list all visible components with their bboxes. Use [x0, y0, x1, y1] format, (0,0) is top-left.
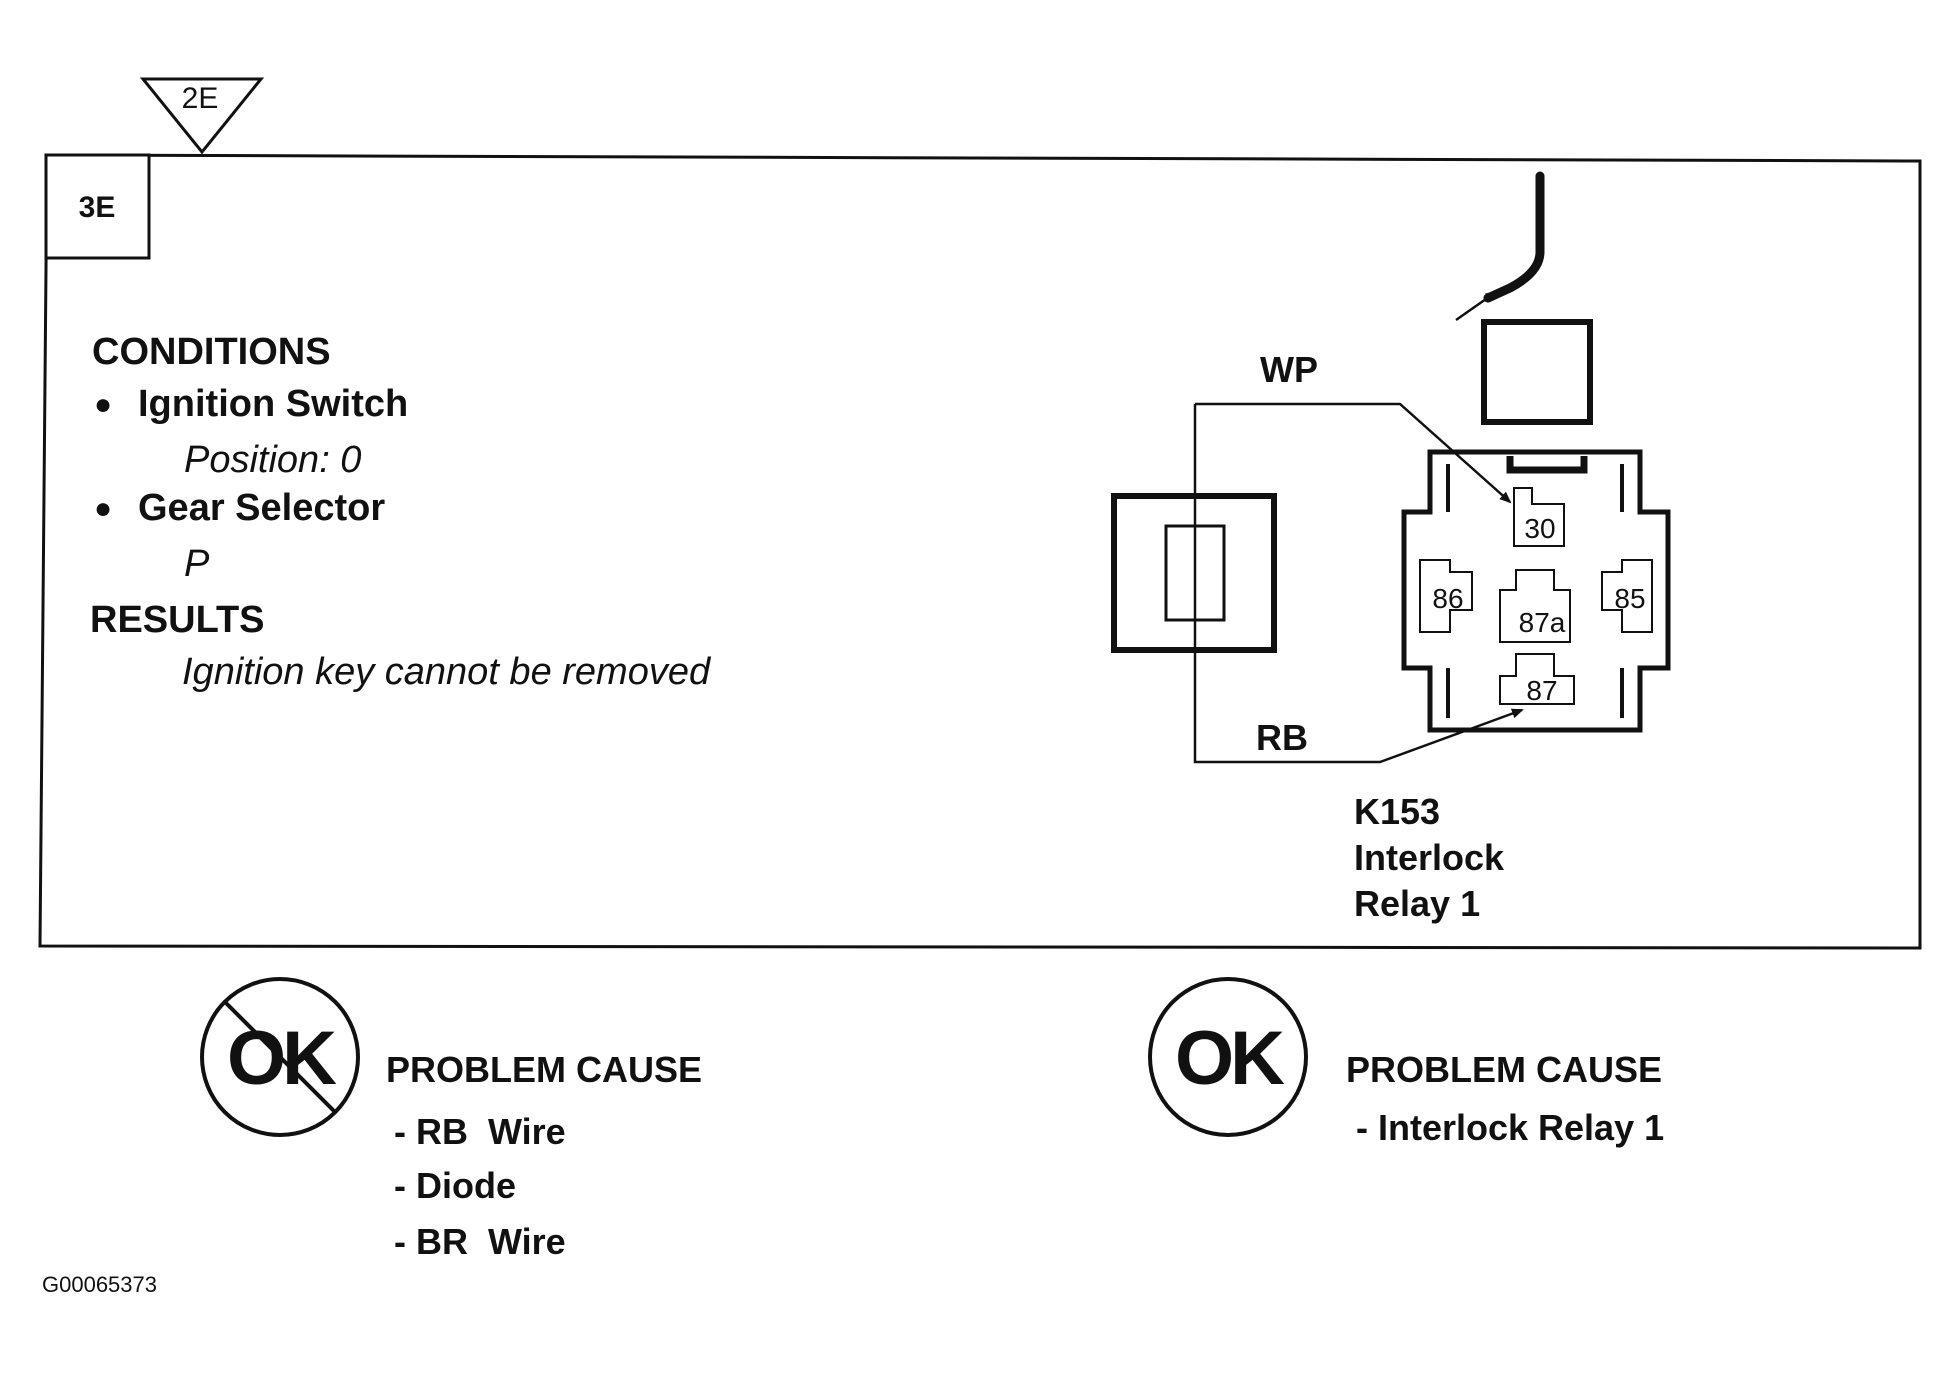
relay-caption: K153 Interlock Relay 1 [1354, 791, 1505, 924]
terminal-label: 87a [1519, 607, 1566, 638]
probe-icon [1455, 171, 1545, 322]
terminal-label: 86 [1432, 583, 1463, 614]
conditions-heading: CONDITIONS [92, 331, 331, 373]
current-step-box: 3E [44, 153, 151, 260]
prev-step-label: 2E [182, 82, 219, 115]
results-text: Ignition key cannot be removed [182, 651, 712, 693]
ok-icon: OK [1148, 977, 1308, 1137]
terminal-85 [1601, 559, 1653, 633]
terminal-label: 30 [1524, 513, 1555, 544]
condition-value: Position: 0 [184, 439, 361, 481]
cause-item: - Interlock Relay 1 [1356, 1107, 1664, 1148]
wire-label-top: WP [1260, 349, 1318, 390]
terminal-label: 85 [1614, 583, 1645, 614]
terminal-label: 87 [1526, 675, 1557, 706]
relay-cover [1481, 319, 1593, 425]
wire-paths: WP RB [1193, 349, 1524, 764]
outcome-not-ok[interactable]: OK PROBLEM CAUSE - RB Wire - Diode - BR … [200, 977, 702, 1262]
results-heading: RESULTS [90, 599, 265, 641]
relay-caption-line: K153 [1354, 791, 1440, 832]
relay-socket: 30 86 87a 85 87 [1401, 449, 1671, 733]
problem-cause-heading: PROBLEM CAUSE [1346, 1049, 1662, 1090]
down-triangle-icon [139, 77, 265, 155]
not-ok-icon: OK [200, 977, 360, 1137]
prev-step-marker[interactable]: 2E [139, 77, 265, 155]
problem-cause-heading: PROBLEM CAUSE [386, 1049, 702, 1090]
conditions-block: CONDITIONS ● Ignition Switch Position: 0… [90, 331, 712, 693]
outcome-ok[interactable]: OK PROBLEM CAUSE - Interlock Relay 1 [1148, 977, 1664, 1148]
current-step-label: 3E [79, 191, 116, 224]
cause-item: - BR Wire [394, 1221, 566, 1262]
condition-value: P [184, 543, 210, 585]
terminal-87 [1499, 653, 1575, 705]
terminal-30 [1513, 487, 1565, 547]
terminal-87a [1499, 569, 1571, 643]
relay-caption-line: Relay 1 [1354, 883, 1480, 924]
bullet-icon: ● [94, 388, 112, 421]
cause-item: - Diode [394, 1165, 516, 1206]
terminal-86 [1419, 559, 1473, 633]
wire-label-bottom: RB [1256, 717, 1308, 758]
figure-id: G00065373 [42, 1272, 157, 1297]
status-text: OK [1175, 1016, 1285, 1101]
relay-caption-line: Interlock [1354, 837, 1505, 878]
bullet-icon: ● [94, 492, 112, 525]
condition-label: Ignition Switch [138, 383, 408, 425]
condition-label: Gear Selector [138, 487, 385, 529]
main-frame [38, 153, 1922, 950]
cause-item: - RB Wire [394, 1111, 566, 1152]
